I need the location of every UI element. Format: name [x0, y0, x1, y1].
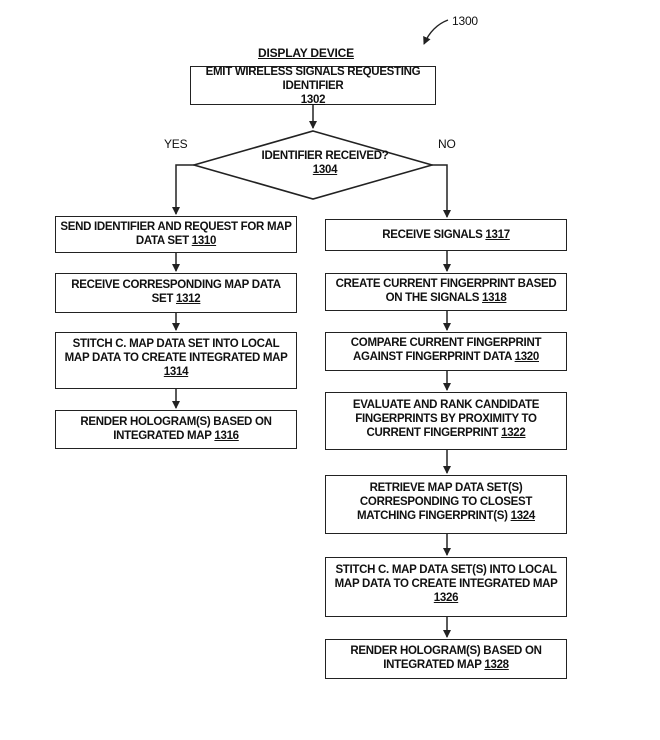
- step-text: RENDER HOLOGRAM(S) BASED ON INTEGRATED M…: [80, 416, 272, 442]
- step-emit-wireless-signals: EMIT WIRELESS SIGNALS REQUESTING IDENTIF…: [190, 65, 436, 106]
- decision-text: IDENTIFIER RECEIVED?: [261, 150, 389, 162]
- step-compare-fingerprint: COMPARE CURRENT FINGERPRINT AGAINST FING…: [325, 332, 567, 371]
- step-evaluate-rank-fingerprints: EVALUATE AND RANK CANDIDATE FINGERPRINTS…: [325, 392, 567, 450]
- step-text: RECEIVE SIGNALS: [382, 229, 483, 241]
- step-ref: 1322: [501, 427, 526, 439]
- step-send-identifier: SEND IDENTIFIER AND REQUEST FOR MAP DATA…: [55, 216, 297, 253]
- step-receive-signals: RECEIVE SIGNALS 1317: [325, 219, 567, 251]
- step-ref: 1302: [300, 93, 326, 106]
- no-connector: [432, 164, 451, 218]
- step-create-fingerprint: CREATE CURRENT FINGERPRINT BASED ON THE …: [325, 273, 567, 311]
- step-text: RENDER HOLOGRAM(S) BASED ON INTEGRATED M…: [350, 645, 542, 671]
- step-stitch-map-data-set: STITCH C. MAP DATA SET INTO LOCAL MAP DA…: [55, 332, 297, 389]
- yes-connector: [172, 164, 194, 215]
- figure-ref-arrow: [423, 19, 449, 45]
- figure-number: 1300: [452, 14, 478, 28]
- display-device-header: DISPLAY DEVICE: [258, 46, 354, 60]
- step-receive-map-data-set: RECEIVE CORRESPONDING MAP DATA SET 1312: [55, 273, 297, 313]
- decision-ref: 1304: [312, 164, 338, 176]
- step-stitch-map-data-sets: STITCH C. MAP DATA SET(S) INTO LOCAL MAP…: [325, 557, 567, 617]
- step-text: SEND IDENTIFIER AND REQUEST FOR MAP DATA…: [60, 221, 292, 247]
- step-render-hologram-yes: RENDER HOLOGRAM(S) BASED ON INTEGRATED M…: [55, 410, 297, 449]
- no-label: NO: [438, 137, 456, 151]
- step-ref: 1320: [514, 351, 540, 363]
- step-ref: 1312: [175, 293, 201, 305]
- step-ref: 1310: [191, 235, 217, 247]
- step-ref: 1328: [484, 659, 509, 671]
- step-text: RECEIVE CORRESPONDING MAP DATA SET: [71, 279, 281, 305]
- step-ref: 1324: [510, 510, 536, 522]
- step-ref: 1318: [482, 292, 507, 304]
- decision-label: IDENTIFIER RECEIVED? 1304: [230, 149, 420, 177]
- step-text: CREATE CURRENT FINGERPRINT BASED ON THE …: [335, 278, 557, 304]
- step-ref: 1317: [485, 229, 510, 241]
- step-text: EMIT WIRELESS SIGNALS REQUESTING IDENTIF…: [205, 65, 421, 92]
- yes-label: YES: [164, 137, 188, 151]
- step-text: COMPARE CURRENT FINGERPRINT AGAINST FING…: [350, 337, 542, 363]
- step-ref: 1316: [214, 430, 239, 442]
- step-text: EVALUATE AND RANK CANDIDATE FINGERPRINTS…: [352, 399, 540, 439]
- step-render-hologram-no: RENDER HOLOGRAM(S) BASED ON INTEGRATED M…: [325, 639, 567, 679]
- decision-diamond: [191, 130, 435, 200]
- step-text: STITCH C. MAP DATA SET INTO LOCAL MAP DA…: [64, 338, 288, 364]
- step-text: RETRIEVE MAP DATA SET(S) CORRESPONDING T…: [357, 482, 533, 522]
- step-ref: 1314: [163, 366, 189, 378]
- step-retrieve-map-data-sets: RETRIEVE MAP DATA SET(S) CORRESPONDING T…: [325, 475, 567, 534]
- step-ref: 1326: [433, 592, 459, 604]
- step-text: STITCH C. MAP DATA SET(S) INTO LOCAL MAP…: [334, 564, 558, 590]
